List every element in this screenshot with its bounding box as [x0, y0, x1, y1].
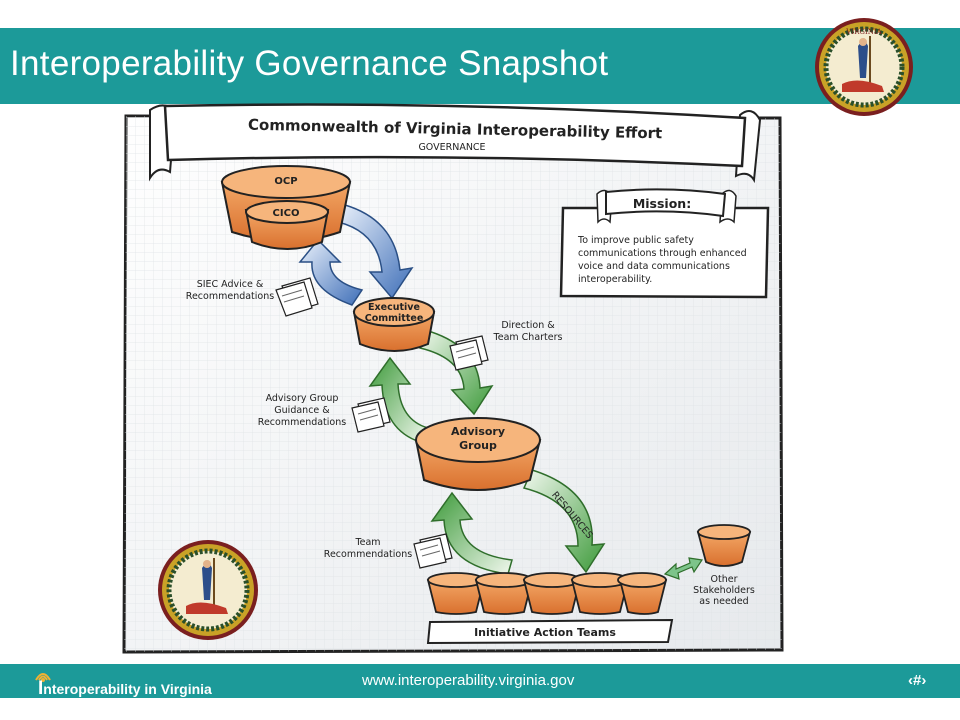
executive-label: Committee [365, 313, 424, 324]
cico-label: CICO [273, 208, 300, 219]
mission-line: communications through enhanced [578, 248, 747, 259]
advisory-label: Advisory [451, 425, 505, 438]
virginia-seal-icon [158, 540, 258, 640]
advisory-guidance-label: Advisory Group [266, 393, 339, 404]
advisory-group-node: Advisory Group [414, 417, 542, 491]
footer-url[interactable]: www.interoperability.virginia.gov [362, 672, 575, 689]
seal-text: VIRGINIA [845, 28, 882, 36]
arrow-advisory-to-teams-resources [522, 469, 606, 574]
stakeholders-label: Other [711, 574, 738, 585]
other-stakeholders-node: Other Stakeholders as needed [693, 524, 755, 607]
direction-label: Direction & [501, 320, 555, 331]
document-icon [275, 277, 319, 317]
mission-heading: Mission: [633, 196, 691, 211]
footer-logo-text: nteroperability in Virginia [43, 681, 212, 697]
team-recommendations-label: Recommendations [324, 549, 412, 560]
mission-line: To improve public safety [577, 235, 694, 246]
stakeholders-label: Stakeholders [693, 585, 755, 596]
arrow-teams-to-advisory [430, 491, 513, 575]
document-icon [351, 397, 391, 433]
virginia-seal-icon: VIRGINIA [815, 18, 913, 116]
mission-line: interoperability. [578, 274, 652, 285]
slide-number: ‹#› [908, 672, 927, 689]
mission-line: voice and data communications [578, 261, 730, 272]
direction-label: Team Charters [493, 332, 563, 343]
advisory-label: Group [459, 439, 497, 452]
banner-subtitle: GOVERNANCE [418, 142, 485, 153]
document-icon [449, 335, 489, 371]
signal-icon [35, 673, 51, 682]
footer-bar [0, 664, 960, 698]
cico-node: CICO [244, 200, 330, 250]
siec-label: SIEC Advice & [197, 279, 264, 290]
siec-label: Recommendations [186, 291, 274, 302]
arrow-advisory-to-executive [368, 356, 430, 443]
mission-box: Mission: To improve public safety commun… [559, 188, 770, 299]
slide-title: Interoperability Governance Snapshot [10, 44, 609, 83]
title-bar [0, 28, 960, 104]
stakeholders-label: as needed [699, 596, 748, 607]
footer-logo-initial: I [38, 678, 44, 699]
ocp-label: OCP [274, 176, 297, 187]
executive-committee-node: Executive Committee [352, 297, 436, 352]
teams-label: Initiative Action Teams [474, 626, 616, 639]
arrow-teams-stakeholders [663, 557, 704, 580]
document-icon [413, 533, 453, 569]
team-recommendations-label: Team [354, 537, 380, 548]
initiative-action-teams-node: Initiative Action Teams [426, 572, 674, 645]
advisory-guidance-label: Recommendations [258, 417, 346, 428]
footer-logo: Interoperability in Virginia [38, 678, 212, 700]
title-banner: Commonwealth of Virginia Interoperabilit… [149, 103, 762, 184]
advisory-guidance-label: Guidance & [274, 405, 330, 416]
executive-label: Executive [368, 302, 420, 313]
